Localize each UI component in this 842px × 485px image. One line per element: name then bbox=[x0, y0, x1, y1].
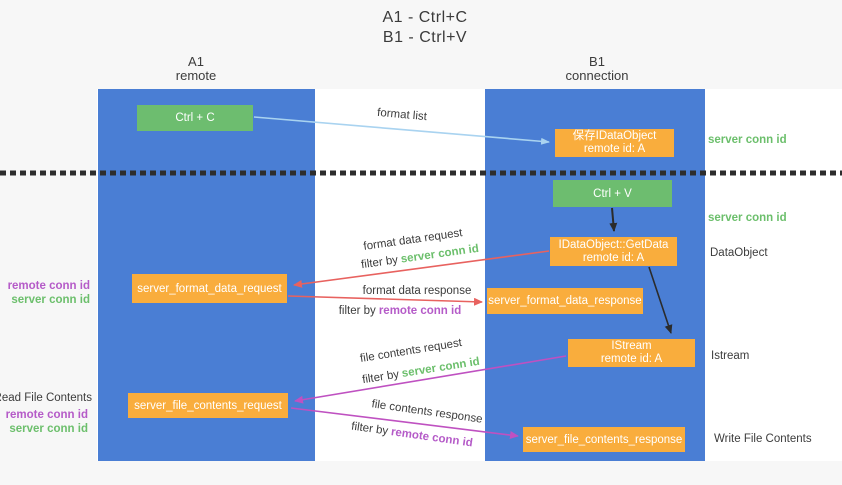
node-server-file-contents-request-label: server_file_contents_request bbox=[134, 399, 282, 412]
annotation-server-conn-id-mid: server conn id bbox=[708, 212, 787, 224]
node-istream-line1: IStream bbox=[611, 340, 652, 352]
annotation-remote-conn-id: remote conn id bbox=[5, 409, 88, 421]
annotation-server-conn-id-top: server conn id bbox=[708, 134, 787, 146]
node-server-format-data-response: server_format_data_response bbox=[487, 288, 643, 314]
node-server-format-data-request-label: server_format_data_request bbox=[137, 282, 282, 295]
annotation-write-file-contents: Write File Contents bbox=[714, 433, 812, 445]
lifeline-header-b1: B1 connection bbox=[566, 55, 629, 83]
lifeline-b1-role: connection bbox=[565, 68, 629, 83]
label-format-data-response: format data response bbox=[362, 285, 472, 297]
remote-conn-id-text: remote conn id bbox=[378, 305, 462, 317]
node-server-format-data-request: server_format_data_request bbox=[132, 274, 287, 303]
node-server-file-contents-request: server_file_contents_request bbox=[128, 393, 288, 418]
lifeline-a1-role: remote bbox=[175, 68, 217, 83]
node-getdata-line2: remote id: A bbox=[582, 251, 645, 264]
node-ctrl-v-label: Ctrl + V bbox=[593, 187, 632, 200]
node-ctrl-c-label: Ctrl + C bbox=[175, 112, 215, 124]
node-save-idataobject-line2: remote id: A bbox=[583, 143, 646, 155]
lifeline-b1-id: B1 bbox=[589, 54, 605, 69]
node-save-idataobject-line1: 保存IDataObject bbox=[572, 130, 657, 142]
annotation-left-conn-ids: remote conn id server conn id bbox=[8, 279, 90, 307]
node-server-file-contents-response: server_file_contents_response bbox=[523, 427, 685, 452]
annotation-istream: Istream bbox=[711, 350, 750, 362]
title-line-a1: A1 - Ctrl+C bbox=[382, 9, 468, 26]
node-ctrl-v: Ctrl + V bbox=[553, 180, 672, 207]
node-idataobject-getdata: IDataObject::GetData remote id: A bbox=[550, 237, 677, 266]
filter-by-text: filter by bbox=[338, 305, 376, 317]
lifeline-a1-id: A1 bbox=[188, 54, 204, 69]
node-istream-line2: remote id: A bbox=[600, 353, 663, 365]
node-istream: IStream remote id: A bbox=[568, 339, 695, 367]
annotation-dataobject: DataObject bbox=[710, 247, 768, 259]
diagram-title: A1 - Ctrl+C B1 - Ctrl+V bbox=[382, 8, 467, 48]
annotation-left-read-conn-ids: remote conn id server conn id bbox=[6, 408, 88, 436]
annotation-server-conn-id: server conn id bbox=[9, 423, 88, 435]
title-line-b1: B1 - Ctrl+V bbox=[382, 29, 468, 46]
node-ctrl-c: Ctrl + C bbox=[137, 105, 253, 131]
annotation-remote-conn-id: remote conn id bbox=[7, 280, 90, 292]
node-save-idataobject: 保存IDataObject remote id: A bbox=[555, 129, 674, 157]
node-server-file-contents-response-label: server_file_contents_response bbox=[525, 433, 683, 446]
annotation-read-file-contents: Read File Contents bbox=[0, 392, 92, 404]
lifeline-header-a1: A1 remote bbox=[176, 55, 216, 83]
node-getdata-line1: IDataObject::GetData bbox=[558, 238, 669, 251]
node-server-format-data-response-label: server_format_data_response bbox=[488, 295, 642, 307]
annotation-server-conn-id: server conn id bbox=[11, 294, 90, 306]
